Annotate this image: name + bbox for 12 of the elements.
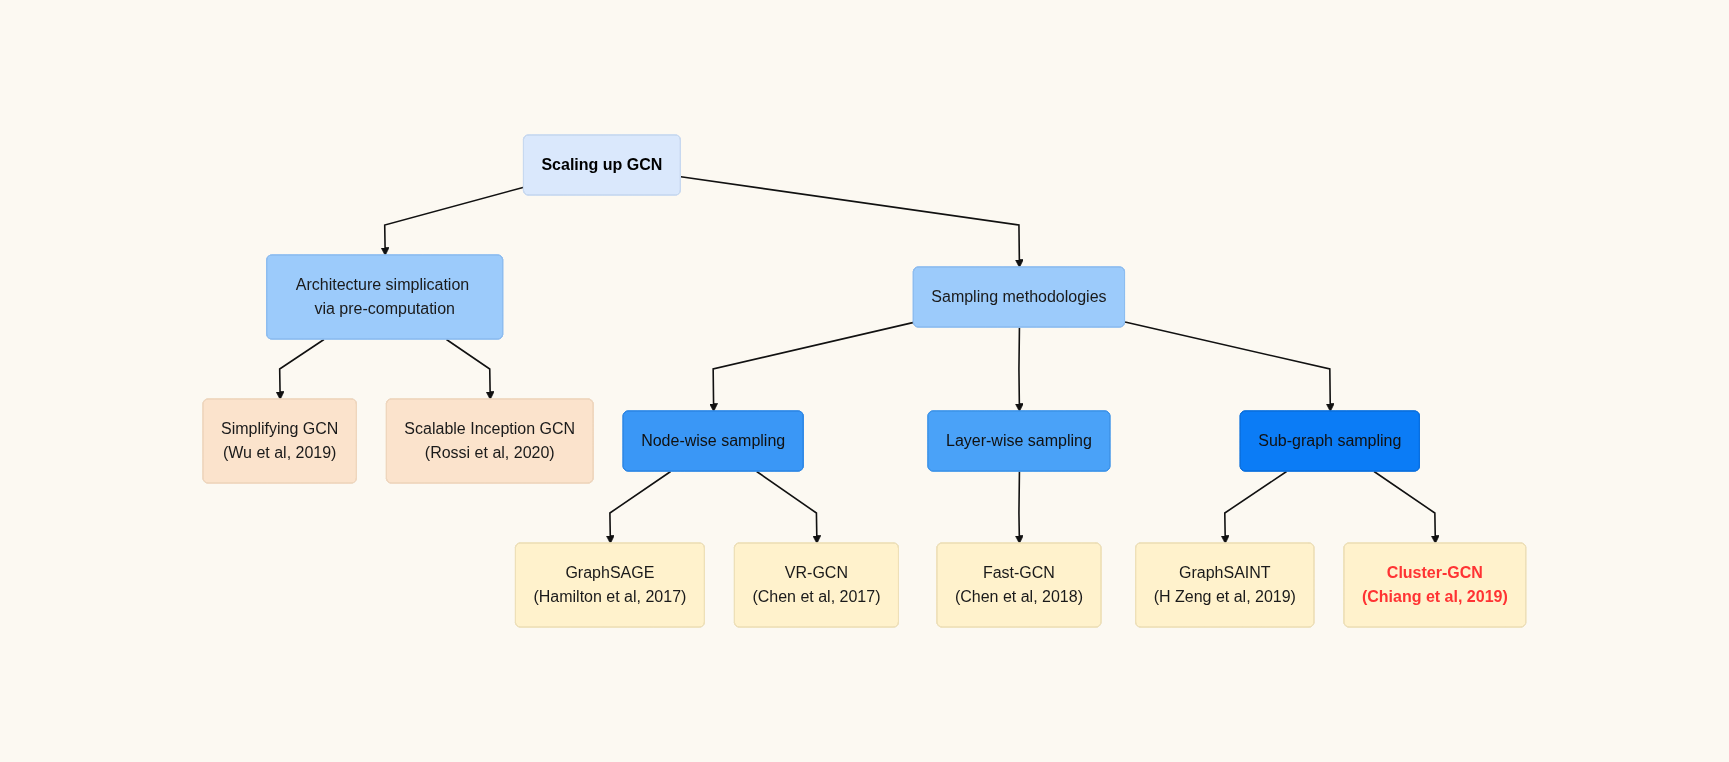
arrow — [275, 338, 325, 400]
arrow — [1220, 470, 1288, 544]
arrow — [709, 321, 915, 412]
arrow — [1015, 470, 1024, 544]
arrow — [380, 186, 525, 256]
arrow — [756, 470, 822, 544]
arrow — [1124, 321, 1335, 412]
arrow — [1373, 470, 1440, 544]
arrow — [445, 338, 495, 400]
arrow — [1015, 326, 1024, 412]
arrow — [605, 470, 672, 544]
arrow — [680, 176, 1024, 268]
